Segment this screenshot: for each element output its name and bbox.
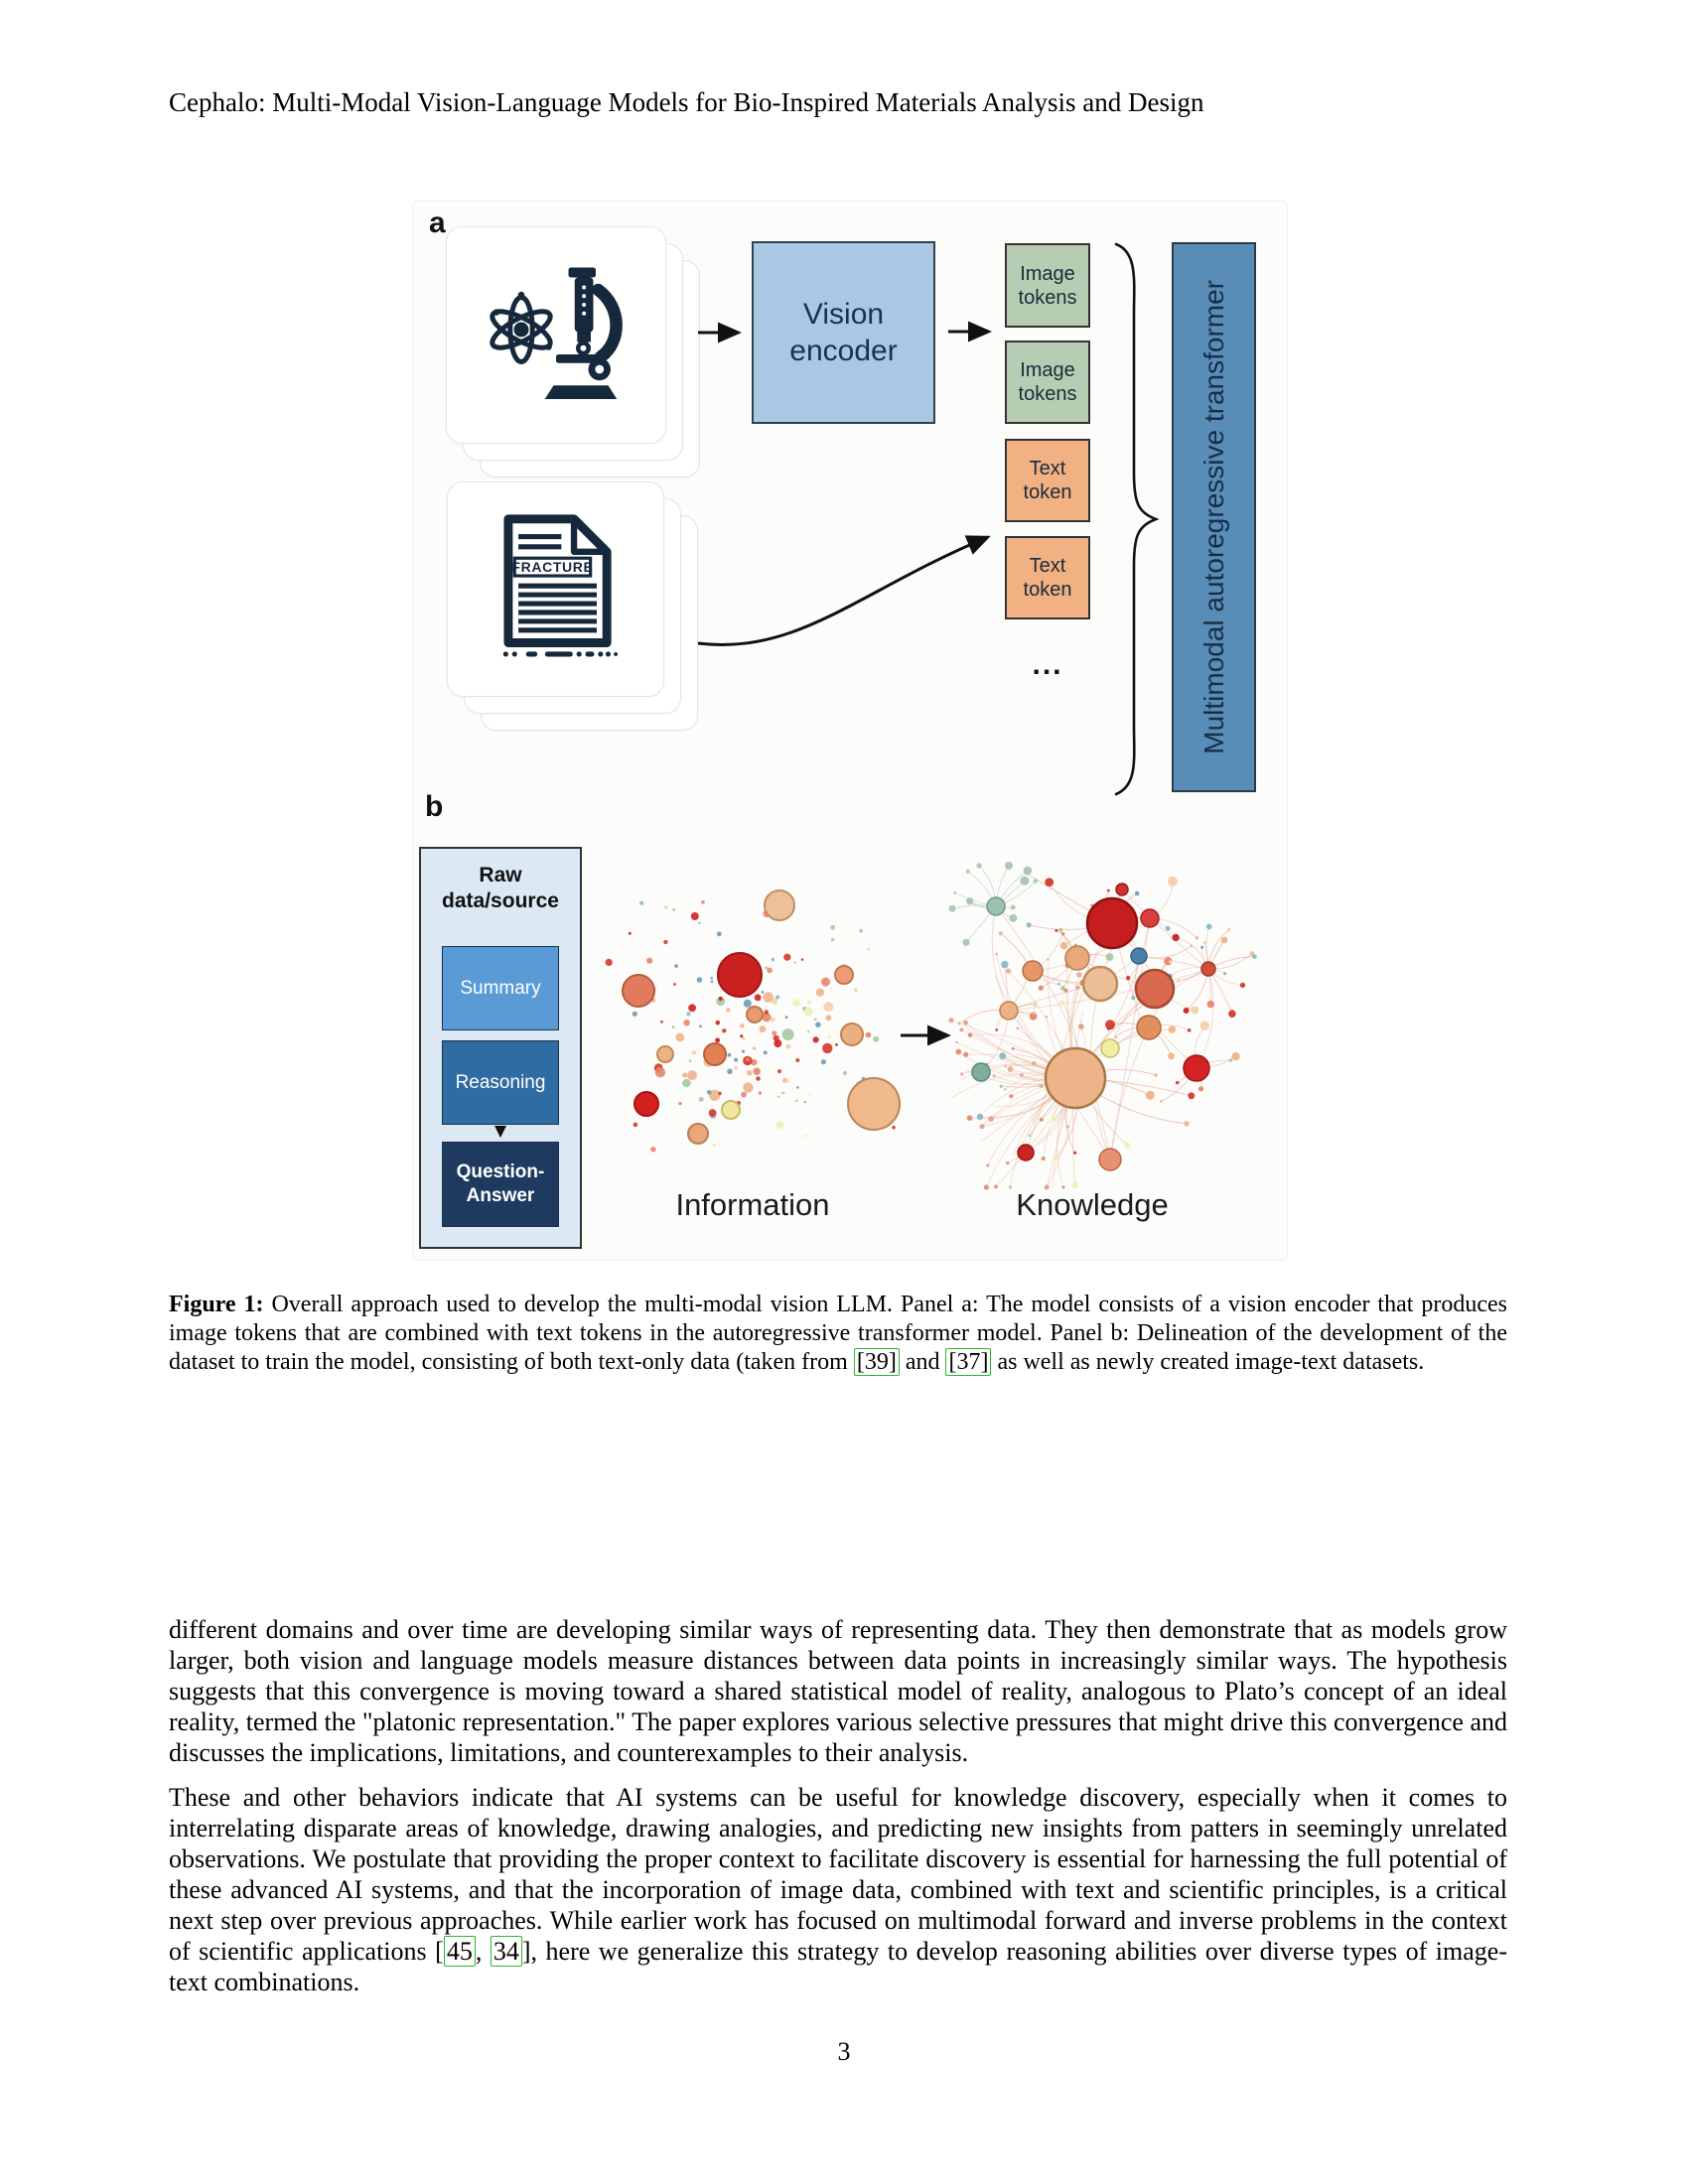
- caption-text-3: as well as newly created image-text data…: [991, 1349, 1424, 1375]
- panel-a-label: a: [429, 206, 446, 240]
- doc-title-text: FRACTURE: [511, 559, 593, 575]
- brace: [1112, 241, 1162, 799]
- knowledge-network: [948, 862, 1271, 1191]
- citation-39[interactable]: [39]: [854, 1348, 900, 1376]
- arrow-encoder-to-tokens: [945, 317, 999, 346]
- image-tokens-box-2: Image tokens: [1005, 341, 1090, 424]
- transformer-label: Multimodal autoregressive transformer: [1198, 280, 1230, 754]
- citation-34[interactable]: 34: [491, 1936, 522, 1967]
- fracture-document-icon: FRACTURE: [486, 510, 625, 664]
- body-paragraph-1: different domains and over time are deve…: [169, 1614, 1507, 1768]
- text-token-box-1: Text token: [1005, 439, 1090, 522]
- information-scatter: [604, 884, 902, 1161]
- running-header: Cephalo: Multi-Modal Vision-Language Mod…: [169, 87, 1504, 118]
- transformer-box: Multimodal autoregressive transformer: [1172, 242, 1256, 792]
- knowledge-label: Knowledge: [973, 1187, 1211, 1223]
- citation-37[interactable]: [37]: [945, 1348, 991, 1376]
- question-answer-box: Question-Answer: [442, 1142, 559, 1227]
- panel-b-label: b: [425, 790, 443, 824]
- figure-caption-number: Figure 1:: [169, 1292, 264, 1317]
- reasoning-label: Reasoning: [456, 1071, 546, 1095]
- caption-text-2: and: [900, 1349, 946, 1375]
- raw-data-source-label: Raw data/source: [419, 863, 582, 915]
- information-label: Information: [633, 1187, 872, 1223]
- p2-text-2: ,: [476, 1937, 491, 1966]
- image-tokens-box-1: Image tokens: [1005, 243, 1090, 328]
- reasoning-box: Reasoning: [442, 1040, 559, 1125]
- text-card: FRACTURE: [447, 481, 664, 697]
- text-token-box-2: Text token: [1005, 536, 1090, 619]
- question-answer-label: Question-Answer: [453, 1160, 548, 1208]
- image-card: [446, 226, 666, 444]
- text-token-label-1: Text token: [1016, 457, 1079, 504]
- text-token-label-2: Text token: [1016, 554, 1079, 602]
- vision-encoder-label: Vision encoder: [784, 296, 904, 370]
- body-text: different domains and over time are deve…: [169, 1614, 1507, 2011]
- tokens-ellipsis: ...: [1005, 645, 1090, 685]
- citation-45[interactable]: 45: [444, 1936, 476, 1967]
- arrow-reasoning-to-qa: [492, 1125, 508, 1142]
- vision-encoder-box: Vision encoder: [752, 241, 935, 424]
- image-tokens-label-1: Image tokens: [1016, 262, 1079, 310]
- figure-caption: Figure 1: Overall approach used to devel…: [169, 1291, 1507, 1377]
- image-tokens-label-2: Image tokens: [1016, 358, 1079, 406]
- arrow-doc-to-text-token: [690, 511, 1008, 655]
- microscope-atom-icon: [482, 265, 631, 404]
- page-number: 3: [0, 2037, 1688, 2067]
- summary-label: Summary: [460, 977, 540, 1001]
- summary-box: Summary: [442, 946, 559, 1030]
- arrow-images-to-encoder: [695, 318, 749, 347]
- body-paragraph-2: These and other behaviors indicate that …: [169, 1782, 1507, 1997]
